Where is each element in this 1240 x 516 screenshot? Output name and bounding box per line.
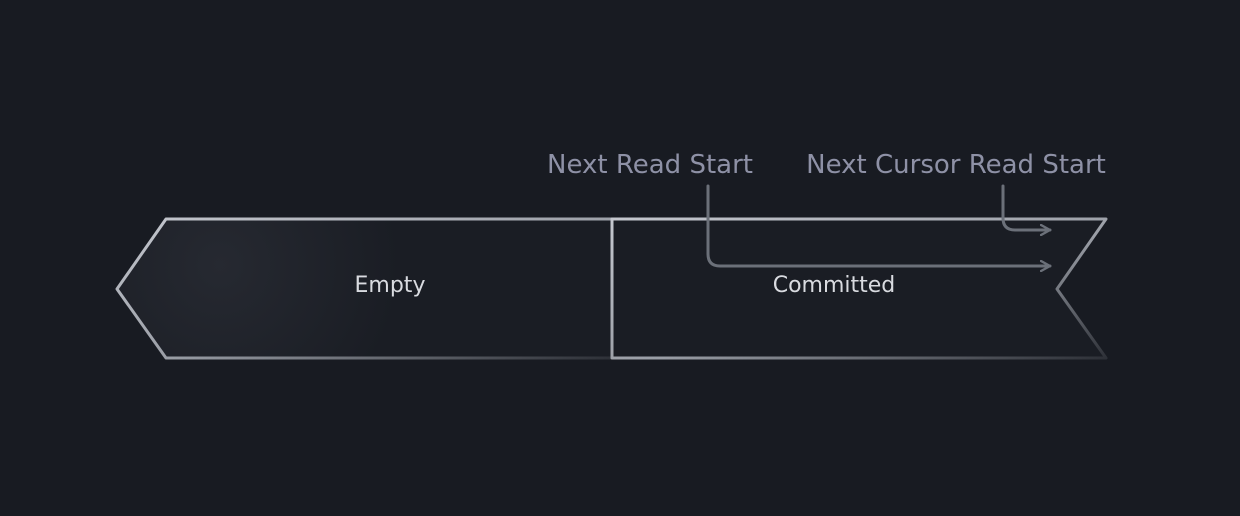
segment-empty-label: Empty — [355, 273, 426, 298]
segment-committed — [610, 217, 1108, 360]
next-read-start-arrow — [706, 184, 1052, 266]
next-cursor-read-start-arrow — [1001, 184, 1052, 230]
segment-committed-label: Committed — [773, 273, 896, 298]
segment-empty — [115, 217, 614, 360]
next-read-start-label: Next Read Start — [547, 150, 753, 180]
next-cursor-read-start-label: Next Cursor Read Start — [806, 150, 1106, 180]
